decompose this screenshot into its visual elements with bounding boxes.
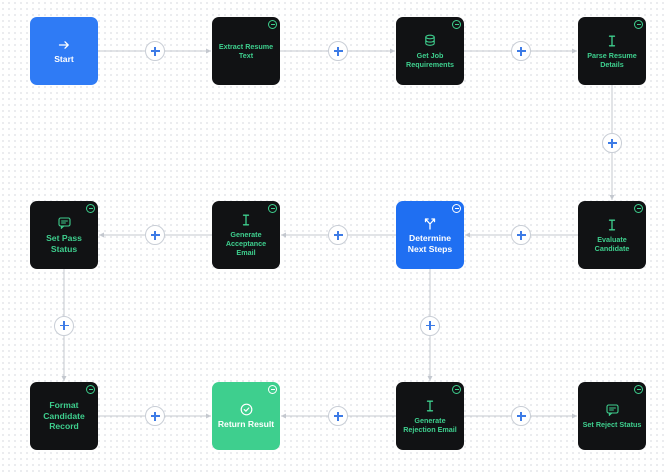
node-label: Start [54, 54, 74, 64]
text-cursor-icon [607, 218, 617, 232]
node-setreject[interactable]: Set Reject Status [578, 382, 646, 450]
add-step-button-determine-genaccept[interactable] [328, 225, 348, 245]
add-step-button-getjob-parse[interactable] [511, 41, 531, 61]
add-step-button-parse-evaluate[interactable] [602, 133, 622, 153]
message-icon [57, 216, 71, 230]
collapse-icon[interactable] [268, 20, 277, 29]
add-step-button-genaccept-setpass[interactable] [145, 225, 165, 245]
add-step-button-genreject-setreject[interactable] [511, 406, 531, 426]
node-label: Generate Acceptance Email [225, 230, 267, 257]
text-cursor-icon [425, 399, 435, 413]
node-start[interactable]: Start [30, 17, 98, 85]
node-label: Format Candidate Record [43, 400, 85, 432]
collapse-icon[interactable] [634, 204, 643, 213]
node-label: Evaluate Candidate [594, 234, 630, 253]
add-step-button-start-extract[interactable] [145, 41, 165, 61]
node-evaluate[interactable]: Evaluate Candidate [578, 201, 646, 269]
add-step-button-determine-genreject[interactable] [420, 315, 440, 336]
node-label: Generate Rejection Email [403, 415, 457, 434]
node-label: Determine Next Steps [407, 233, 453, 254]
node-return[interactable]: Return Result [212, 382, 280, 450]
branch-icon [423, 216, 437, 230]
collapse-icon[interactable] [634, 20, 643, 29]
node-genaccept[interactable]: Generate Acceptance Email [212, 201, 280, 269]
node-label: Get Job Requirements [406, 50, 454, 69]
node-genreject[interactable]: Generate Rejection Email [396, 382, 464, 450]
text-cursor-icon [607, 34, 617, 48]
database-icon [424, 34, 436, 48]
collapse-icon[interactable] [634, 385, 643, 394]
arrow-right-icon [58, 38, 70, 52]
check-circle-icon [240, 402, 253, 416]
add-step-button-evaluate-determine[interactable] [511, 225, 531, 245]
node-extract[interactable]: Extract Resume Text [212, 17, 280, 85]
collapse-icon[interactable] [86, 385, 95, 394]
node-label: Return Result [217, 419, 275, 430]
collapse-icon[interactable] [268, 385, 277, 394]
add-step-button-genreject-return[interactable] [328, 406, 348, 426]
node-label: Extract Resume Text [218, 42, 274, 60]
message-icon [605, 403, 619, 417]
add-step-button-setpass-format[interactable] [54, 315, 74, 336]
node-label: Set Reject Status [582, 420, 642, 429]
node-determine[interactable]: Determine Next Steps [396, 201, 464, 269]
collapse-icon[interactable] [86, 204, 95, 213]
text-cursor-icon [241, 213, 251, 227]
node-parse[interactable]: Parse Resume Details [578, 17, 646, 85]
node-format[interactable]: Format Candidate Record [30, 382, 98, 450]
node-getjob[interactable]: Get Job Requirements [396, 17, 464, 85]
add-step-button-extract-getjob[interactable] [328, 41, 348, 61]
collapse-icon[interactable] [452, 20, 461, 29]
node-label: Parse Resume Details [587, 50, 637, 69]
collapse-icon[interactable] [452, 204, 461, 213]
collapse-icon[interactable] [268, 204, 277, 213]
collapse-icon[interactable] [452, 385, 461, 394]
node-setpass[interactable]: Set Pass Status [30, 201, 98, 269]
add-step-button-format-return[interactable] [145, 406, 165, 426]
node-label: Set Pass Status [46, 233, 82, 254]
